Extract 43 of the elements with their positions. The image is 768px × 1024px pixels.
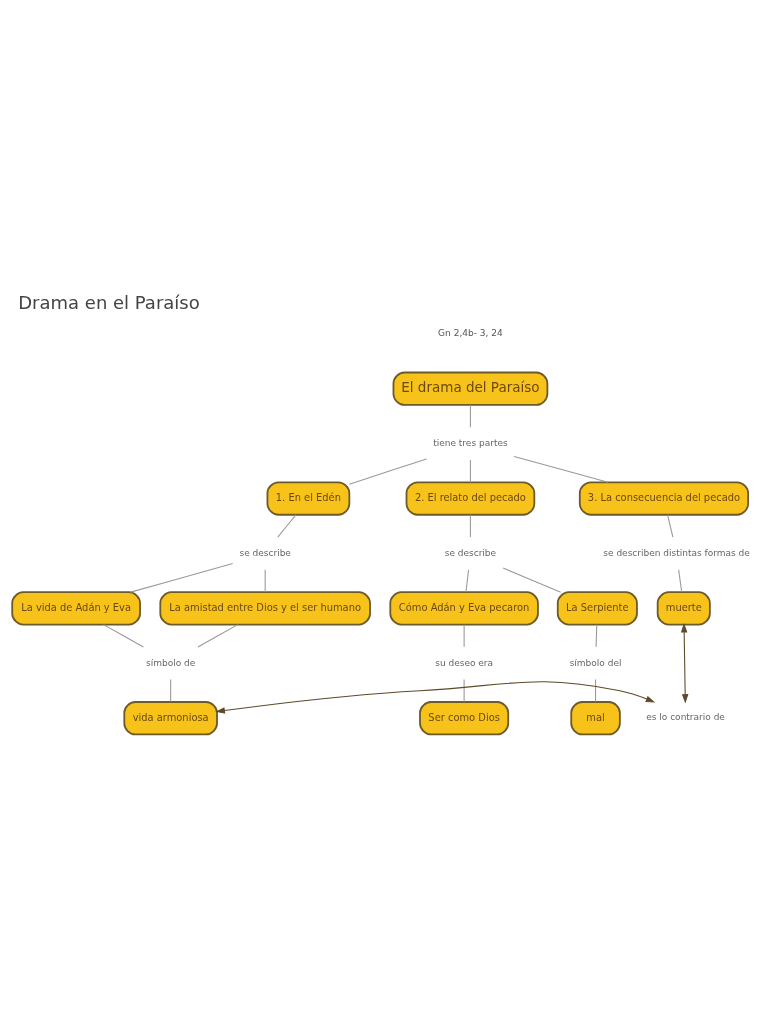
arrow <box>680 622 689 703</box>
node-box: La amistad entre Dios y el ser humano <box>159 590 371 625</box>
node-text: símbolo del <box>569 657 622 668</box>
node-box: Cómo Adán y Eva pecaron <box>389 590 539 625</box>
diagram-title: Drama en el Paraíso <box>18 291 200 313</box>
node-text: tiene tres partes <box>433 437 508 448</box>
node-box: 2. El relato del pecado <box>405 480 536 516</box>
connector <box>513 455 609 483</box>
connector <box>197 623 239 648</box>
connector <box>277 513 297 538</box>
node-box: vida armoniosa <box>123 700 218 735</box>
connector <box>102 623 144 648</box>
arrow <box>215 680 656 714</box>
connector <box>595 623 598 647</box>
connector <box>463 678 465 702</box>
connector <box>465 568 470 592</box>
connector <box>667 513 674 538</box>
connector <box>170 678 172 702</box>
node-text: símbolo de <box>146 657 196 668</box>
node-box: El drama del Paraíso <box>392 371 549 406</box>
node-box: 3. La consecuencia del pecado <box>578 480 750 516</box>
connector <box>348 457 428 485</box>
node-text: su deseo era <box>435 657 494 668</box>
connector <box>595 678 597 702</box>
node-text: es lo contrario de <box>646 711 725 722</box>
node-box: La Serpiente <box>556 590 638 625</box>
connector <box>469 403 471 428</box>
node-box: La vida de Adán y Eva <box>11 590 141 625</box>
connector <box>469 458 471 483</box>
node-text: se describen distintas formas de <box>603 547 750 558</box>
node-text: se describe <box>239 547 291 558</box>
node-box: 1. En el Edén <box>266 480 351 516</box>
connector <box>678 568 683 592</box>
node-text: se describe <box>444 547 497 558</box>
connector <box>264 568 266 592</box>
connector <box>502 567 562 593</box>
node-box: muerte <box>656 590 711 625</box>
connector <box>469 513 471 538</box>
node-box: Ser como Dios <box>419 700 510 735</box>
node-box: mal <box>570 700 621 735</box>
connector <box>463 623 465 647</box>
connector <box>130 562 234 593</box>
label: Gn 2,4b- 3, 24 <box>438 327 503 338</box>
